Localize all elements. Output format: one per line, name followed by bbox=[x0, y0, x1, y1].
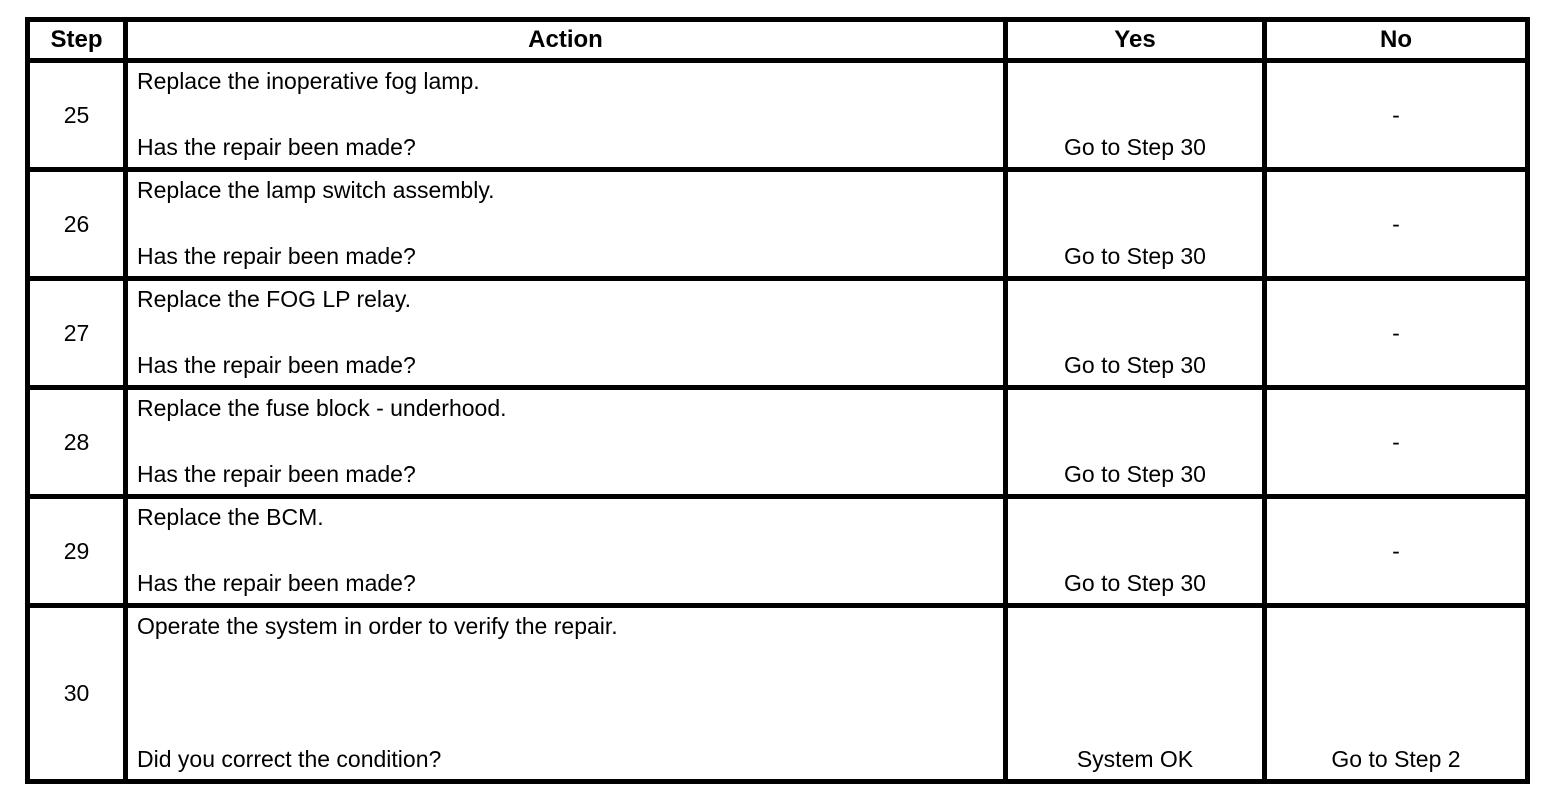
table-row: 30 Operate the system in order to verify… bbox=[25, 603, 1530, 784]
action-question: Has the repair been made? bbox=[137, 352, 416, 379]
action-instruction: Replace the FOG LP relay. bbox=[137, 286, 412, 312]
action-question: Has the repair been made? bbox=[137, 243, 416, 270]
table-row: 28 Replace the fuse block - underhood. H… bbox=[25, 385, 1530, 499]
yes-result: Go to Step 30 bbox=[1003, 276, 1267, 390]
action-cell: Operate the system in order to verify th… bbox=[123, 603, 1008, 784]
yes-result: Go to Step 30 bbox=[1003, 494, 1267, 608]
no-result: Go to Step 2 bbox=[1262, 603, 1530, 784]
table-header-row: Step Action Yes No bbox=[25, 17, 1530, 63]
action-instruction: Replace the lamp switch assembly. bbox=[137, 177, 495, 203]
step-number: 28 bbox=[25, 385, 128, 499]
step-number: 26 bbox=[25, 167, 128, 281]
action-cell: Replace the fuse block - underhood. Has … bbox=[123, 385, 1008, 499]
table-row: 27 Replace the FOG LP relay. Has the rep… bbox=[25, 276, 1530, 390]
action-cell: Replace the BCM. Has the repair been mad… bbox=[123, 494, 1008, 608]
action-cell: Replace the inoperative fog lamp. Has th… bbox=[123, 58, 1008, 172]
yes-result: Go to Step 30 bbox=[1003, 167, 1267, 281]
yes-result: Go to Step 30 bbox=[1003, 58, 1267, 172]
yes-result: Go to Step 30 bbox=[1003, 385, 1267, 499]
column-header-action: Action bbox=[123, 17, 1008, 63]
no-result: - bbox=[1262, 167, 1530, 281]
column-header-no: No bbox=[1262, 17, 1530, 63]
action-instruction: Replace the BCM. bbox=[137, 504, 324, 530]
step-number: 25 bbox=[25, 58, 128, 172]
no-result: - bbox=[1262, 276, 1530, 390]
table-row: 25 Replace the inoperative fog lamp. Has… bbox=[25, 58, 1530, 172]
table-row: 29 Replace the BCM. Has the repair been … bbox=[25, 494, 1530, 608]
step-number: 30 bbox=[25, 603, 128, 784]
action-question: Did you correct the condition? bbox=[137, 746, 442, 773]
column-header-step: Step bbox=[25, 17, 128, 63]
action-instruction: Replace the inoperative fog lamp. bbox=[137, 68, 480, 94]
no-result: - bbox=[1262, 494, 1530, 608]
action-instruction: Operate the system in order to verify th… bbox=[137, 613, 618, 639]
action-question: Has the repair been made? bbox=[137, 134, 416, 161]
action-question: Has the repair been made? bbox=[137, 461, 416, 488]
column-header-yes: Yes bbox=[1003, 17, 1267, 63]
step-number: 29 bbox=[25, 494, 128, 608]
yes-result: System OK bbox=[1003, 603, 1267, 784]
action-question: Has the repair been made? bbox=[137, 570, 416, 597]
diagnostic-table-container: Step Action Yes No 25 Replace the inoper… bbox=[25, 17, 1530, 784]
action-cell: Replace the lamp switch assembly. Has th… bbox=[123, 167, 1008, 281]
action-instruction: Replace the fuse block - underhood. bbox=[137, 395, 507, 421]
diagnostic-step-table: Step Action Yes No 25 Replace the inoper… bbox=[25, 17, 1530, 784]
no-result: - bbox=[1262, 385, 1530, 499]
table-row: 26 Replace the lamp switch assembly. Has… bbox=[25, 167, 1530, 281]
no-result: - bbox=[1262, 58, 1530, 172]
step-number: 27 bbox=[25, 276, 128, 390]
action-cell: Replace the FOG LP relay. Has the repair… bbox=[123, 276, 1008, 390]
